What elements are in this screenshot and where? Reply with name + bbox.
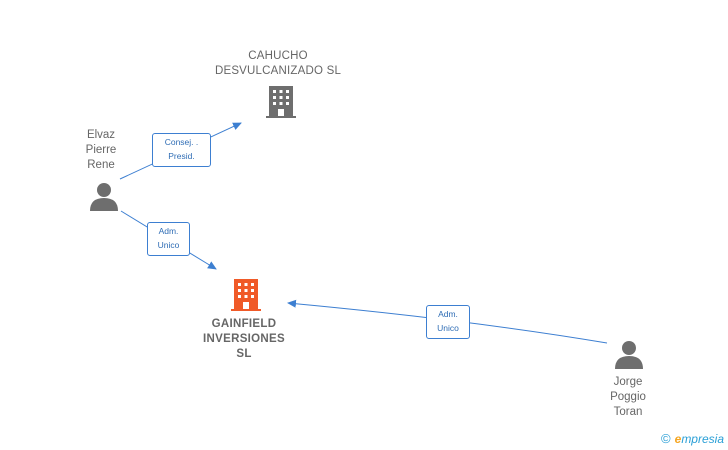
brand-logo[interactable]: ©empresia	[661, 431, 724, 446]
edge-label-line: Adm.	[158, 226, 179, 236]
cahucho-label-line: DESVULCANIZADO SL	[214, 65, 342, 77]
edge-label-jorge-gainfield[interactable]: Adm. Unico	[426, 305, 470, 339]
edge-label-line: Unico	[437, 323, 459, 333]
elvaz-label-line: Pierre	[85, 144, 117, 156]
elvaz-label-line: Elvaz	[86, 129, 116, 141]
brand-name: mpresia	[681, 432, 724, 446]
copyright-symbol: ©	[661, 431, 671, 446]
person-icon[interactable]	[88, 182, 120, 212]
gainfield-label[interactable]: GAINFIELD INVERSIONES SL	[174, 317, 314, 362]
edge-label-line: Presid.	[168, 151, 195, 161]
elvaz-label[interactable]: Elvaz Pierre Rene	[61, 128, 141, 173]
jorge-label-line: Toran	[613, 406, 643, 418]
edge-label-line: Adm.	[438, 309, 458, 319]
brand-initial: e	[674, 432, 682, 446]
cahucho-label-line: CAHUCHO	[248, 50, 308, 62]
building-icon[interactable]	[265, 84, 297, 120]
cahucho-label[interactable]: CAHUCHO DESVULCANIZADO SL	[198, 49, 358, 79]
building-icon[interactable]	[230, 277, 262, 313]
elvaz-label-line: Rene	[87, 159, 115, 171]
jorge-label-line: Poggio	[610, 391, 646, 403]
person-icon[interactable]	[613, 340, 645, 370]
edge-label-elvaz-gainfield[interactable]: Adm. Unico	[147, 222, 190, 256]
jorge-label-line: Jorge	[613, 376, 643, 388]
edge-label-elvaz-cahucho[interactable]: Consej. . Presid.	[152, 133, 211, 167]
gainfield-label-line: SL	[236, 348, 252, 360]
edge-label-line: Unico	[157, 240, 180, 250]
jorge-label[interactable]: Jorge Poggio Toran	[588, 375, 668, 420]
edge-label-line: Consej. .	[164, 137, 199, 147]
gainfield-label-line: GAINFIELD	[211, 318, 277, 330]
gainfield-label-line: INVERSIONES	[203, 333, 285, 345]
